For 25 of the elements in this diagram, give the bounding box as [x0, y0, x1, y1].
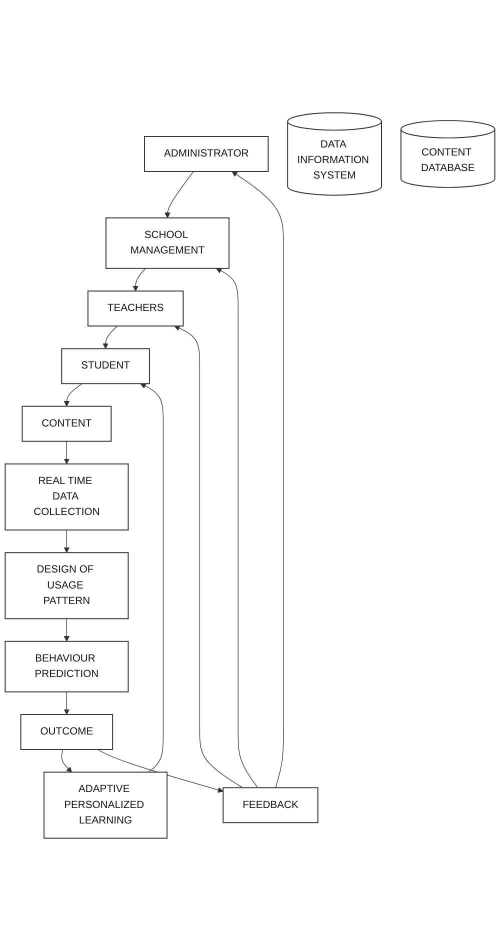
arrow: [64, 692, 70, 715]
node-box: ADAPTIVE PERSONALIZED LEARNING: [44, 772, 168, 839]
node-box: REAL TIME DATA COLLECTION: [4, 463, 129, 530]
node-box: BEHAVIOUR PREDICTION: [4, 640, 129, 692]
arrow: [140, 383, 164, 772]
node-box: OUTCOME: [20, 714, 114, 750]
node-box: TEACHERS: [87, 290, 184, 326]
arrow: [64, 440, 70, 464]
node-box: FEEDBACK: [222, 787, 318, 824]
node-box: SCHOOL MANAGEMENT: [106, 217, 230, 269]
node-box: STUDENT: [61, 348, 150, 384]
node-box: ADMINISTRATOR: [144, 136, 269, 172]
arrow: [102, 326, 118, 349]
arrow: [232, 171, 284, 788]
arrow: [216, 268, 258, 788]
arrow: [132, 268, 146, 292]
arrow: [64, 383, 82, 407]
arrow: [97, 749, 224, 793]
arrow: [64, 618, 70, 642]
node-box: DESIGN OF USAGE PATTERN: [4, 552, 129, 620]
node-box: CONTENT: [22, 406, 112, 442]
arrow: [164, 171, 194, 218]
arrow: [174, 326, 243, 788]
arrow: [64, 530, 70, 553]
arrow: [61, 749, 72, 772]
